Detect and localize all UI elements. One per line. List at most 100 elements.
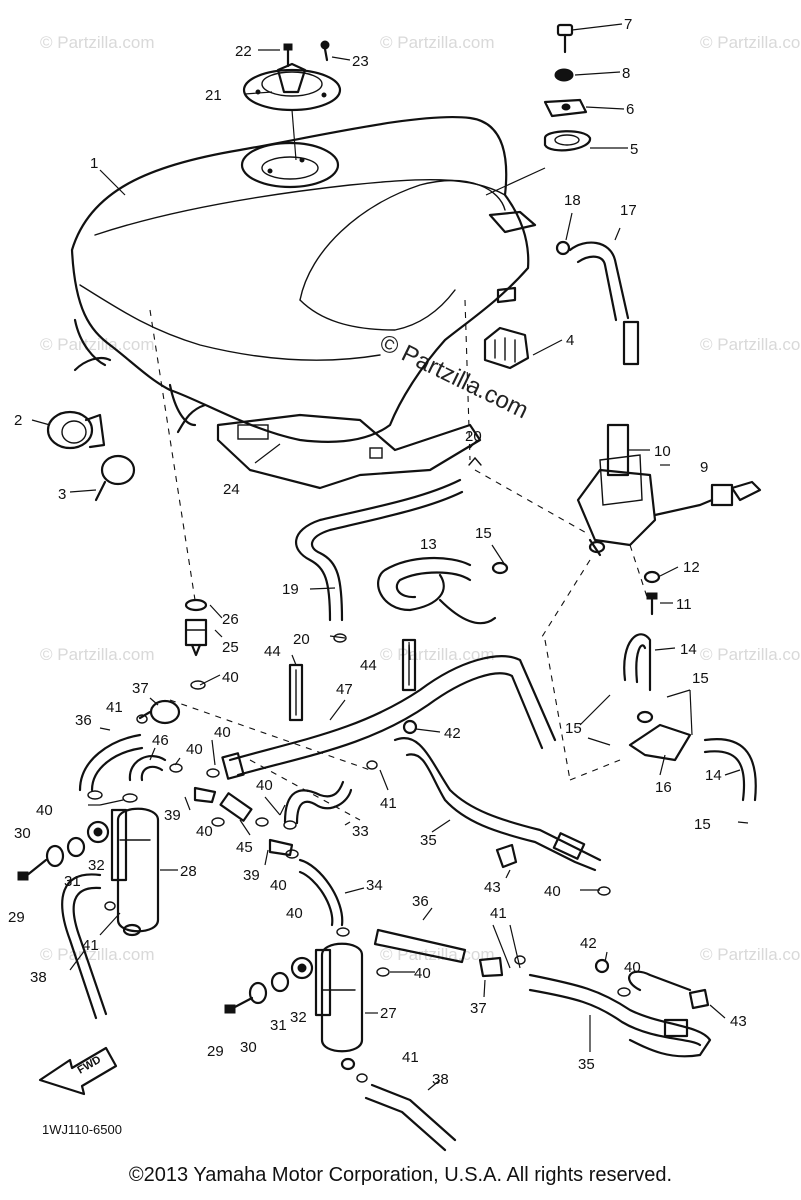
callout-28: 28 bbox=[180, 863, 197, 880]
callout-44: 44 bbox=[264, 643, 281, 660]
cap-bolt bbox=[283, 43, 293, 68]
hose-part-13 bbox=[377, 557, 497, 625]
hose-part-34 bbox=[298, 858, 344, 927]
joint-part-39 bbox=[193, 786, 294, 857]
joint-part-16 bbox=[628, 710, 692, 762]
hose-part-33 bbox=[283, 780, 353, 825]
forward-arrow-icon: FWD bbox=[38, 1046, 118, 1096]
callout-42: 42 bbox=[444, 725, 461, 742]
callout-9: 9 bbox=[700, 459, 708, 476]
washer-part-30 bbox=[248, 981, 268, 1005]
callout-38: 38 bbox=[30, 969, 47, 986]
watermark-text: © Partzilla.com bbox=[700, 33, 801, 52]
callout-30: 30 bbox=[14, 825, 31, 842]
callout-41: 41 bbox=[106, 699, 123, 716]
leader-line bbox=[629, 544, 649, 601]
callout-14: 14 bbox=[705, 767, 722, 784]
callout-10: 10 bbox=[654, 443, 671, 460]
callout-4: 4 bbox=[566, 332, 574, 349]
leader-line bbox=[474, 469, 591, 536]
callout-46: 46 bbox=[152, 732, 169, 749]
hose-part-36 bbox=[78, 733, 144, 792]
watermark-text-dark: © Partzilla.com bbox=[375, 329, 532, 424]
clip-part-15 bbox=[491, 561, 509, 575]
leader-line bbox=[485, 167, 546, 196]
callout-40: 40 bbox=[222, 669, 239, 686]
callout-24: 24 bbox=[223, 481, 240, 498]
callout-20: 20 bbox=[465, 428, 482, 445]
hose-part-46 bbox=[128, 754, 167, 782]
clip-part-41 bbox=[104, 714, 526, 1083]
callout-19: 19 bbox=[282, 581, 299, 598]
callout-21: 21 bbox=[205, 87, 222, 104]
callout-20: 20 bbox=[293, 631, 310, 648]
callout-41: 41 bbox=[380, 795, 397, 812]
callout-40: 40 bbox=[186, 741, 203, 758]
leader-line bbox=[249, 759, 361, 821]
filler-cap bbox=[242, 62, 342, 161]
leader-line bbox=[569, 759, 621, 781]
watermark-text: © Partzilla.com bbox=[700, 335, 801, 354]
hose-part-35 bbox=[528, 970, 712, 1058]
callout-34: 34 bbox=[366, 877, 383, 894]
callout-5: 5 bbox=[630, 141, 638, 158]
watermark-text: © Partzilla.com bbox=[40, 645, 155, 664]
collar-part-8 bbox=[554, 68, 574, 82]
callout-2: 2 bbox=[14, 412, 22, 429]
hose-part-14 bbox=[703, 738, 757, 802]
leader-line bbox=[464, 299, 471, 461]
damper-part-32 bbox=[290, 956, 314, 980]
copyright-notice: ©2013 Yamaha Motor Corporation, U.S.A. A… bbox=[128, 1164, 673, 1186]
callout-41: 41 bbox=[490, 905, 507, 922]
callout-35: 35 bbox=[578, 1056, 595, 1073]
callout-15: 15 bbox=[475, 525, 492, 542]
watermark-text: © Partzilla.com bbox=[700, 945, 801, 964]
callout-35: 35 bbox=[420, 832, 437, 849]
sensor-part-25 bbox=[184, 618, 208, 657]
joint-part-37 bbox=[138, 699, 181, 725]
screw-part-11 bbox=[646, 592, 658, 616]
callout-27: 27 bbox=[380, 1005, 397, 1022]
callout-43: 43 bbox=[730, 1013, 747, 1030]
fwd-label: FWD bbox=[76, 1054, 104, 1077]
leader-line bbox=[169, 699, 371, 771]
callout-leaders bbox=[31, 23, 749, 1091]
bolt-part-29 bbox=[17, 858, 48, 881]
callout-6: 6 bbox=[626, 101, 634, 118]
callout-44: 44 bbox=[360, 657, 377, 674]
callout-31: 31 bbox=[270, 1017, 287, 1034]
callout-32: 32 bbox=[290, 1009, 307, 1026]
callout-40: 40 bbox=[624, 959, 641, 976]
callout-3: 3 bbox=[58, 486, 66, 503]
callout-8: 8 bbox=[622, 65, 630, 82]
joint-part-37 bbox=[478, 956, 504, 978]
hose-part-17 bbox=[568, 241, 640, 366]
leader-line bbox=[539, 559, 591, 641]
callout-39: 39 bbox=[164, 807, 181, 824]
watermark-text: © Partzilla.com bbox=[40, 335, 155, 354]
callout-12: 12 bbox=[683, 559, 700, 576]
watermark-text: © Partzilla.com bbox=[700, 645, 801, 664]
clip-part-42 bbox=[594, 958, 610, 974]
hose-part-38 bbox=[61, 873, 108, 1020]
callout-36: 36 bbox=[75, 712, 92, 729]
callout-38: 38 bbox=[432, 1071, 449, 1088]
callout-47: 47 bbox=[336, 681, 353, 698]
damper-part-32 bbox=[86, 820, 110, 844]
callout-42: 42 bbox=[580, 935, 597, 952]
callout-23: 23 bbox=[352, 53, 369, 70]
tank-bottom-plate bbox=[216, 413, 482, 490]
callout-41: 41 bbox=[82, 937, 99, 954]
clip-part-20 bbox=[468, 456, 482, 466]
callout-40: 40 bbox=[36, 802, 53, 819]
callout-29: 29 bbox=[207, 1043, 224, 1060]
callout-33: 33 bbox=[352, 823, 369, 840]
pipe-part-45 bbox=[219, 792, 253, 822]
callout-43: 43 bbox=[484, 879, 501, 896]
callout-40: 40 bbox=[414, 965, 431, 982]
callout-29: 29 bbox=[8, 909, 25, 926]
callout-14: 14 bbox=[680, 641, 697, 658]
callout-41: 41 bbox=[402, 1049, 419, 1066]
callout-1: 1 bbox=[90, 155, 98, 172]
watermark-text: © Partzilla.com bbox=[40, 33, 155, 52]
